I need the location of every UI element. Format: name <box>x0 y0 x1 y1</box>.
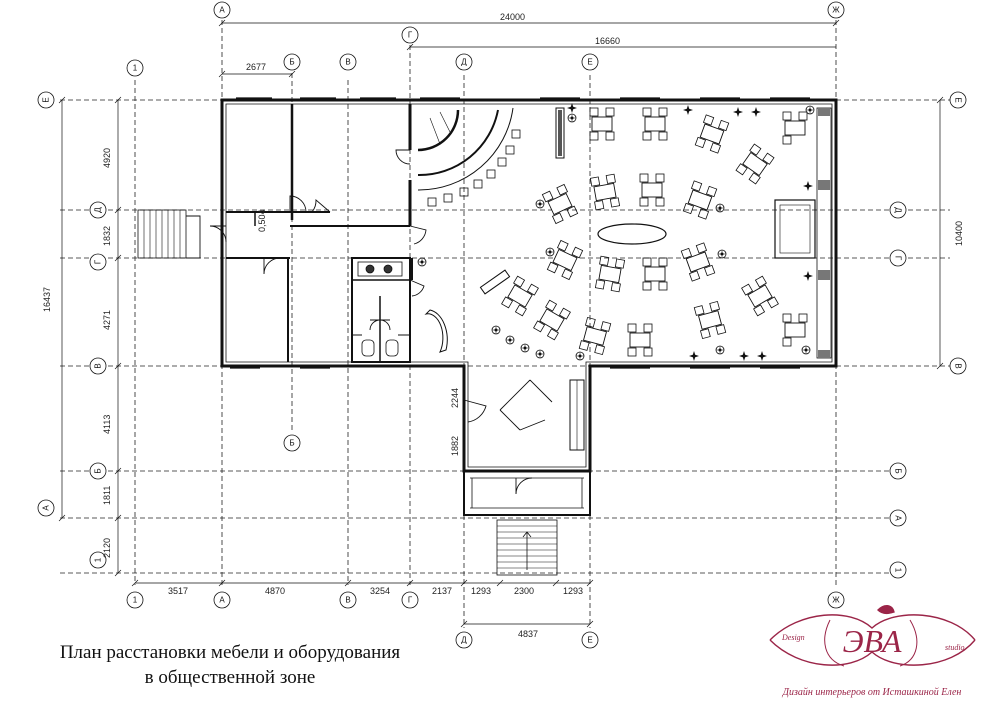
dim-top-total: 24000 <box>500 12 525 22</box>
plan-title-line-2: в общественной зоне <box>144 667 316 688</box>
stairs-entrance <box>496 519 558 576</box>
axis-label: Г <box>94 259 103 264</box>
dim-bottom: 4870 <box>265 586 285 596</box>
axis-label: Б <box>94 468 103 473</box>
dim-bottom: 2300 <box>514 586 534 596</box>
axis-label: А <box>42 505 51 511</box>
axis-label: 1 <box>133 64 138 73</box>
axis-label: Д <box>461 636 467 645</box>
axis-label: Д <box>94 207 103 213</box>
axis-label: Б <box>289 439 294 448</box>
dining-furniture <box>424 107 816 451</box>
axis-label: 1 <box>133 596 138 605</box>
axis-label: В <box>345 596 350 605</box>
axis-label: В <box>345 58 350 67</box>
dim-left: 4920 <box>102 148 112 168</box>
axis-label: А <box>219 6 225 15</box>
dim-right: 10400 <box>954 221 964 246</box>
dim-bottom: 3517 <box>168 586 188 596</box>
grid-lines <box>60 20 950 628</box>
dim-left: 1832 <box>102 226 112 246</box>
dim-bottom: 3254 <box>370 586 390 596</box>
axis-label: 1 <box>94 557 103 562</box>
axis-label: Ж <box>832 596 840 605</box>
axis-label: Е <box>954 97 963 102</box>
axis-label: А <box>894 515 903 521</box>
axis-label: Б <box>289 58 294 67</box>
light-fixtures <box>567 103 813 361</box>
dimension-lines <box>58 19 944 628</box>
axis-label: Е <box>42 97 51 102</box>
axis-label: В <box>954 363 963 368</box>
axis-label: А <box>219 596 225 605</box>
studio-logo: Design studio ЭВА Дизайн интерьеров от И… <box>769 605 976 698</box>
center-oval-table <box>597 223 667 245</box>
wc-fixtures <box>357 258 413 357</box>
logo-tagline: Дизайн интерьеров от Исташкиной Елен <box>782 687 962 698</box>
dim-left: 4271 <box>102 310 112 330</box>
dimension-labels: 24000 16660 2677 3517 4870 3254 2137 129… <box>42 12 964 639</box>
sofa <box>774 199 816 259</box>
dim-top-ab: 2677 <box>246 62 266 72</box>
dim-entrance-lower: 1882 <box>450 436 460 456</box>
bar-counter <box>417 107 521 207</box>
axis-label: 1 <box>894 568 903 573</box>
dim-corridor: 0,504 <box>257 209 267 232</box>
dim-left: 1811 <box>102 486 112 505</box>
dim-bottom: 1293 <box>563 586 583 596</box>
dim-left-total: 16437 <box>42 287 52 312</box>
dim-left: 2120 <box>102 538 112 558</box>
plan-title-line-1: План расстановки мебели и оборудования <box>59 642 401 663</box>
logo-studio-word: studio <box>945 643 965 652</box>
axis-label: Е <box>587 58 592 67</box>
axis-labels: А Ж Г 1 Б В Д Е 1 А В Г Ж Д Е Б Е А Д Г … <box>42 6 963 645</box>
axis-label: Г <box>408 596 413 605</box>
logo-design-word: Design <box>781 633 805 642</box>
axis-label: Б <box>894 468 903 473</box>
axis-label: Г <box>408 31 413 40</box>
dim-left: 4113 <box>102 415 112 434</box>
axis-label: Е <box>587 636 592 645</box>
doors <box>186 149 553 495</box>
axis-label: В <box>94 363 103 368</box>
axis-bubbles <box>37 1 967 649</box>
axis-label: Д <box>894 207 903 213</box>
axis-label: Д <box>461 58 467 67</box>
building-walls <box>220 97 838 516</box>
dim-top-partial: 16660 <box>595 36 620 46</box>
axis-label: Г <box>894 256 903 261</box>
dim-bottom-de: 4837 <box>518 629 538 639</box>
dim-bottom: 2137 <box>432 586 452 596</box>
axis-label: Ж <box>832 6 840 15</box>
stairs-side <box>137 209 187 259</box>
dim-entrance-upper: 2244 <box>450 388 460 408</box>
dim-bottom: 1293 <box>471 586 491 596</box>
logo-monogram: ЭВА <box>843 623 902 659</box>
